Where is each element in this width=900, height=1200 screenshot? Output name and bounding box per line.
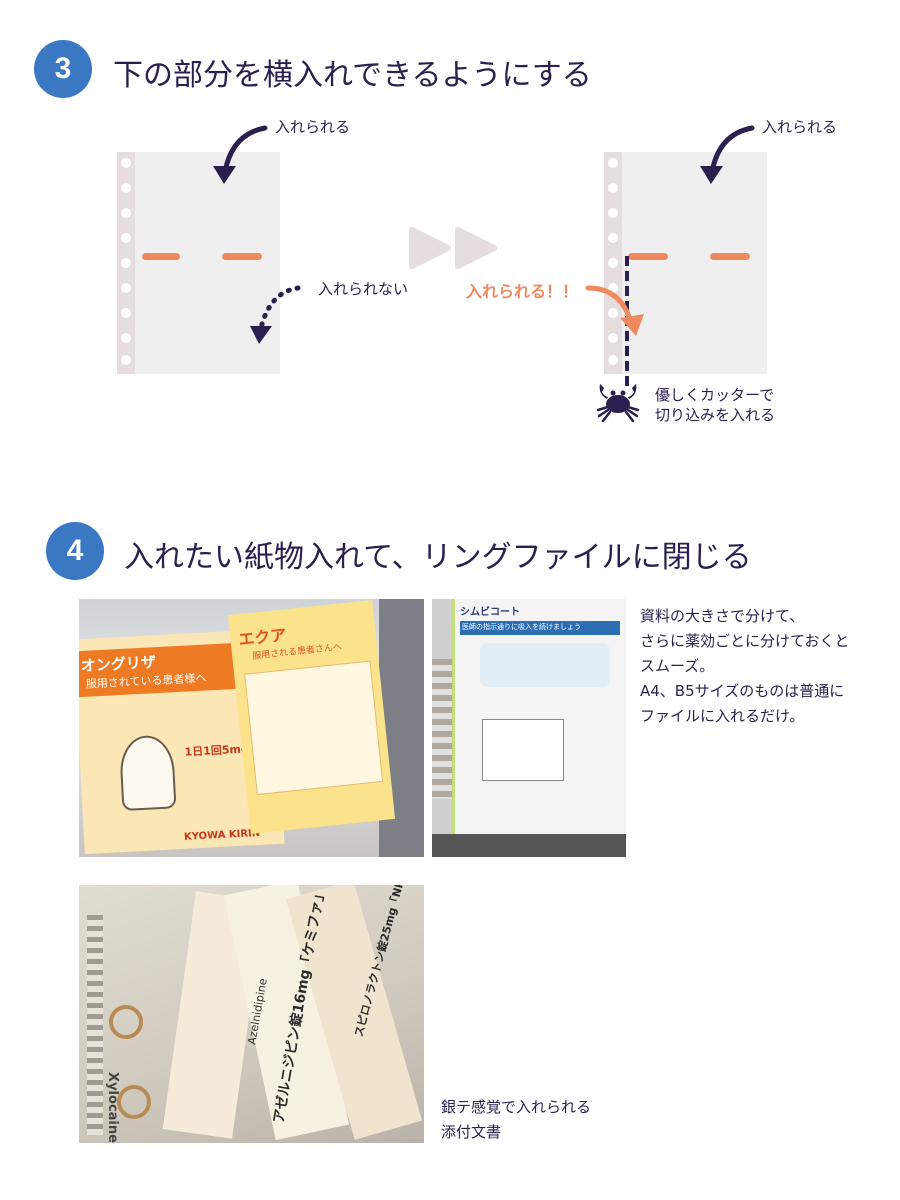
left-punch-strip: [117, 152, 135, 374]
photo2-diagram: [480, 643, 610, 687]
right-insert-arrow-icon: [700, 125, 755, 184]
cutter-note-line1: 優しくカッターで: [655, 386, 775, 404]
photo2-rings: [432, 659, 452, 799]
orange-arrow-icon: [585, 285, 644, 336]
right-sheet: [622, 152, 767, 374]
right-insert-label: 入れられる: [762, 118, 838, 136]
punch-hole: [608, 355, 618, 365]
photo-pamphlets-in-file: オングリザ 服用されている患者様へ 1日1回5mgを KYOWA KIRIN エ…: [79, 599, 424, 857]
note-2: 銀テ感覚で入れられる 添付文書: [441, 1095, 591, 1145]
photo3-rings: [87, 915, 103, 1135]
left-dash-1: [142, 253, 180, 260]
right-dash-1: [628, 253, 668, 260]
note-1: 資料の大きさで分けて、 さらに薬効ごとに分けておくと スムーズ。 A4、B5サイ…: [640, 604, 850, 729]
punch-hole: [608, 308, 618, 318]
photo-inhaler-sheet: シムビコート 医師の指示通りに吸入を続けましょう: [432, 599, 626, 857]
note1-line1: 資料の大きさで分けて、: [640, 607, 805, 625]
punch-hole: [608, 333, 618, 343]
left-dash-2: [222, 253, 262, 260]
note1-line4: A4、B5サイズのものは普通に: [640, 682, 845, 700]
punch-hole: [121, 183, 131, 193]
punch-hole: [121, 208, 131, 218]
note1-line5: ファイルに入れるだけ。: [640, 707, 805, 725]
photo3-ring-metal: [109, 1005, 143, 1039]
punch-hole: [121, 258, 131, 268]
punch-hole: [608, 233, 618, 243]
photo1-doctor: [118, 734, 177, 812]
step-3-badge: 3: [34, 40, 92, 98]
punch-hole: [121, 355, 131, 365]
note1-line3: スムーズ。: [640, 657, 715, 675]
crab-icon: [596, 384, 640, 423]
photo2-box: [460, 621, 620, 635]
punch-hole: [608, 208, 618, 218]
not-insert-label: 入れられない: [318, 280, 409, 298]
photo2-table: [482, 719, 564, 781]
photo3-side-text: Xylocaine: [104, 1072, 120, 1143]
step-3-number: 3: [54, 52, 72, 85]
photo1-right-body: [244, 660, 384, 796]
note2-line2: 添付文書: [441, 1123, 502, 1141]
photo2-box-text: 医師の指示通りに吸入を続けましょう: [462, 623, 581, 631]
step-4-number: 4: [66, 534, 84, 567]
photo2-header: シムビコート: [460, 607, 520, 618]
photo1-brand: KYOWA KIRIN: [183, 827, 261, 843]
punch-hole: [608, 258, 618, 268]
punch-hole: [121, 158, 131, 168]
left-insert-label: 入れられる: [275, 118, 351, 136]
step-4-badge: 4: [46, 522, 104, 580]
dotted-arrow-icon: [250, 285, 301, 344]
photo-package-inserts: アゼルニジピン錠16mg「ケミファ」 Azelnidipine スピロノラクトン…: [79, 885, 424, 1143]
punch-hole: [608, 183, 618, 193]
punch-hole: [121, 308, 131, 318]
punch-hole: [608, 158, 618, 168]
left-insert-arrow-icon: [213, 125, 268, 184]
photo3-ring-metal-2: [117, 1085, 151, 1119]
cutter-note-line2: 切り込みを入れる: [655, 406, 776, 424]
punch-hole: [121, 283, 131, 293]
play-icon: [409, 227, 497, 269]
right-dash-2: [710, 253, 750, 260]
punch-hole: [121, 233, 131, 243]
right-punch-strip: [604, 152, 622, 374]
step-4-title: 入れたい紙物入れて、リングファイルに閉じる: [124, 540, 752, 575]
photo2-bottom: [432, 834, 626, 857]
note2-line1: 銀テ感覚で入れられる: [441, 1098, 592, 1116]
note1-line2: さらに薬効ごとに分けておくと: [640, 632, 850, 650]
punch-hole: [608, 283, 618, 293]
step-3-title: 下の部分を横入れできるようにする: [113, 58, 592, 93]
punch-hole: [121, 333, 131, 343]
now-insert-label: 入れられる！！: [466, 282, 579, 301]
photo1-right-pamphlet: エクア 服用される患者さんへ: [227, 600, 396, 834]
